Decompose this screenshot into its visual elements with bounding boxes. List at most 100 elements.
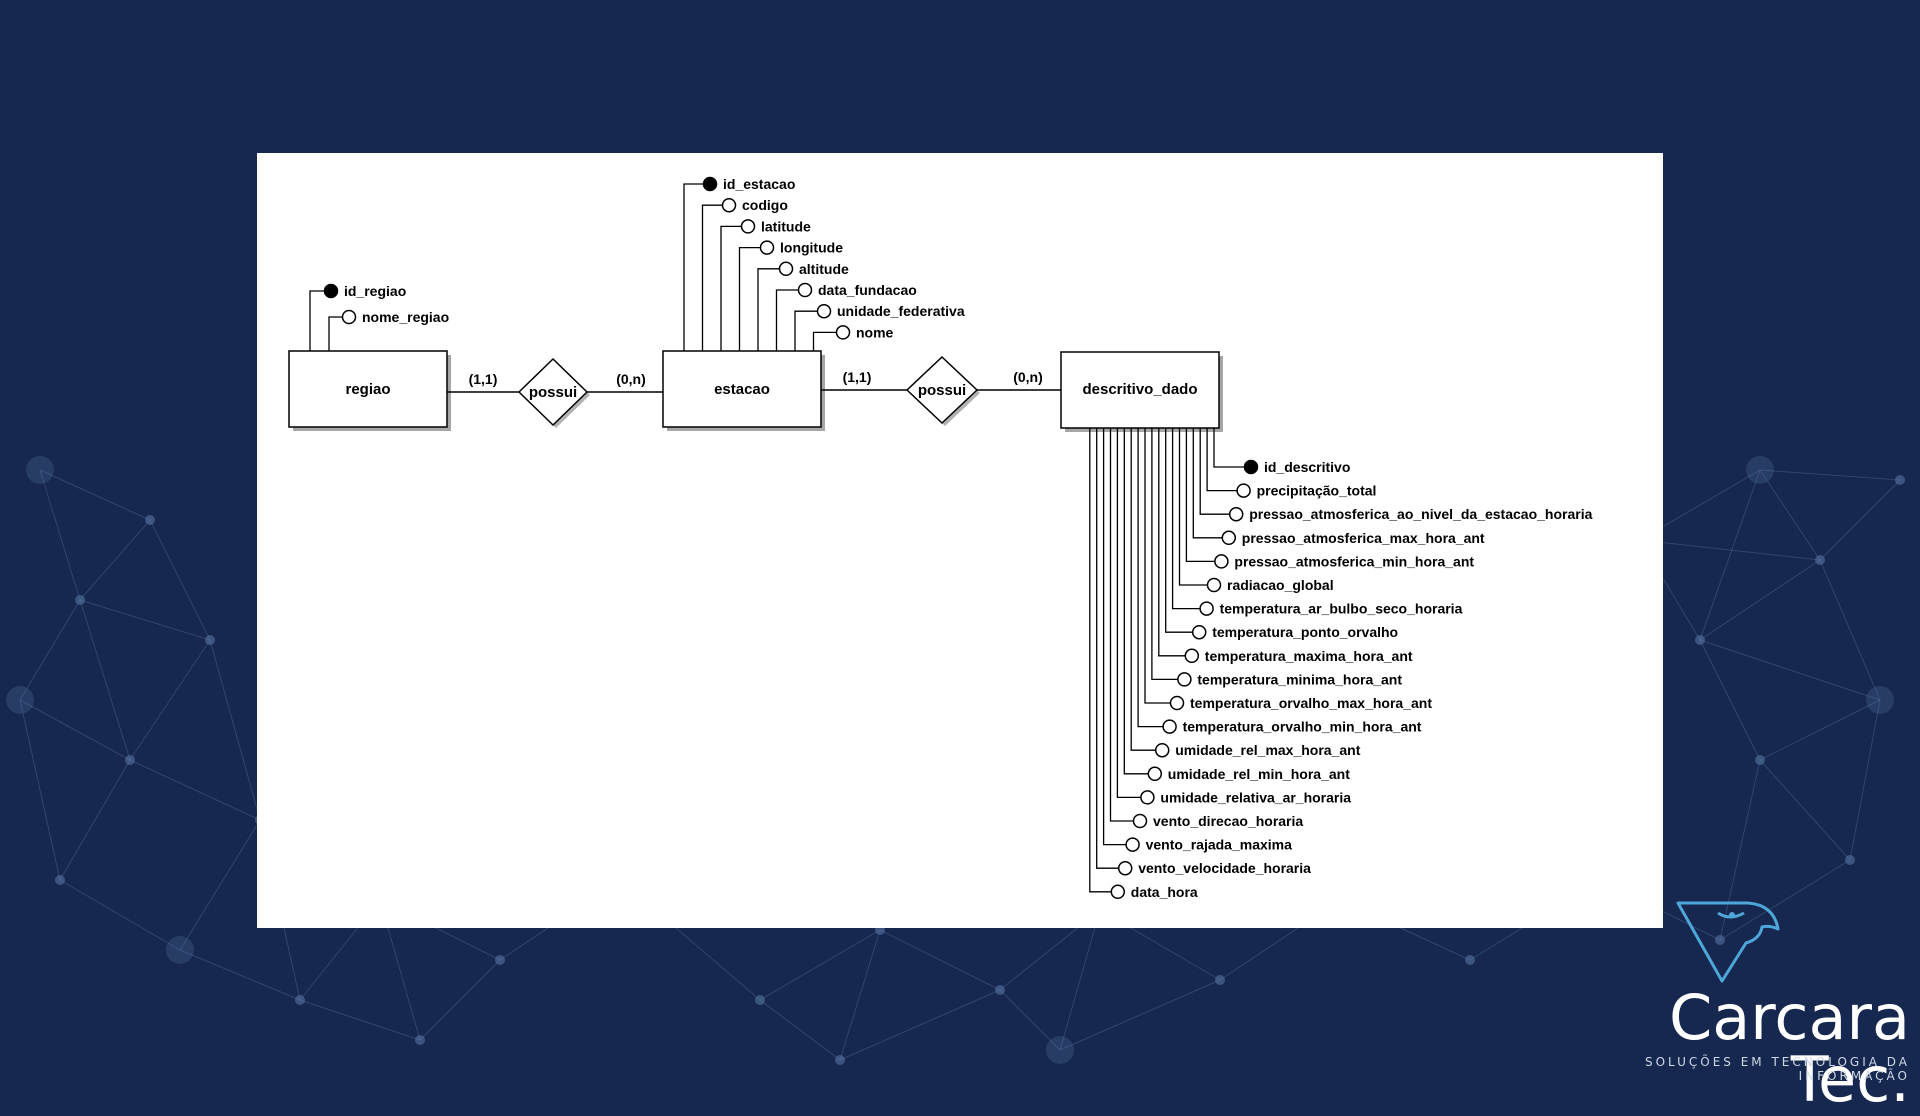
attribute-label: umidade_rel_max_hora_ant [1175,742,1361,758]
attribute-label: temperatura_orvalho_min_hora_ant [1183,719,1422,735]
attribute-marker [1214,554,1229,569]
attribute-marker [759,240,775,255]
attribute-marker [1140,790,1155,805]
attribute-marker [1221,530,1237,546]
attributes-descritivo-dado: id_descritivo precipitação_total pressao_a… [1089,428,1593,900]
attributes.descritivo_dado-attribute: umidade_rel_max_hora_ant [1130,428,1361,758]
relationship-connectors [447,389,1061,393]
attributes.estacao-attribute: latitude [720,218,811,351]
brand-tagline: SOLUÇÕES EM TECNOLOGIA DA INFORMAÇÃO [1644,1055,1910,1083]
relationship-possui-1: possui [517,357,590,428]
attributes.estacao-attribute: codigo [701,197,788,351]
attribute-label: nome [856,324,894,340]
attribute-label: vento_velocidade_horaria [1138,860,1311,876]
primary-key-marker [323,283,339,299]
attribute-label: umidade_relativa_ar_horaria [1160,789,1351,805]
attributes.estacao-attribute: nome [812,324,894,351]
carcara-bird-head-icon [1676,901,1780,983]
attribute-label: data_hora [1131,884,1198,900]
attributes-regiao: id_regiao nome_regiao [309,283,449,351]
cardinality-estacao-2: (1,1) [843,369,872,385]
cardinality-descritivo-dado: (0,n) [1013,369,1043,385]
relationship-possui-1-label: possui [529,384,577,401]
attribute-label: temperatura_maxima_hora_ant [1205,648,1413,664]
attribute-label: precipitação_total [1257,483,1377,499]
relationship-possui-2-label: possui [918,382,966,399]
attributes.regiao-attribute: id_regiao [309,283,406,351]
attribute-label: radiacao_global [1227,577,1334,593]
attributes.descritivo_dado-attribute: pressao_atmosferica_min_hora_ant [1185,428,1474,569]
attribute-label: umidade_rel_min_hora_ant [1168,766,1350,782]
attributes.estacao-attribute: altitude [757,261,849,351]
attributes.estacao-attribute: data_fundacao [775,282,917,351]
attributes.estacao-attribute: id_estacao [683,176,795,351]
er-diagram: regiao estacao descritivo_dado possui (1… [288,176,1593,900]
attribute-label: nome_regiao [362,309,449,325]
attribute-label: temperatura_ar_bulbo_seco_horaria [1220,601,1463,617]
cardinality-estacao-1: (0,n) [616,371,646,387]
attribute-label: vento_rajada_maxima [1146,837,1293,853]
attributes.descritivo_dado-attribute: temperatura_orvalho_max_hora_ant [1144,428,1432,711]
attribute-marker [1162,719,1177,734]
entity-descritivo-dado: descritivo_dado [1060,351,1223,432]
attribute-marker [1228,506,1244,522]
attributes.descritivo_dado-attribute: umidade_relativa_ar_horaria [1116,428,1351,805]
cardinality-regiao: (1,1) [469,371,498,387]
attribute-label: latitude [761,218,811,234]
attribute-label: pressao_atmosferica_ao_nivel_da_estacao_… [1249,506,1592,522]
attributes.descritivo_dado-attribute: data_hora [1089,428,1198,900]
primary-key-marker [702,176,718,192]
brand-name: Carcara Tec. [1669,981,1910,1116]
attribute-marker [1191,624,1207,640]
attribute-marker [1147,766,1163,782]
attributes.estacao-attribute: longitude [738,240,843,351]
attribute-marker [1199,601,1214,616]
er-diagram-panel: regiao estacao descritivo_dado possui (1… [257,153,1663,928]
attribute-marker [816,303,832,319]
attribute-label: data_fundacao [818,282,917,298]
attribute-label: unidade_federativa [837,303,965,319]
brand-logo: Carcara Tec. SOLUÇÕES EM TECNOLOGIA DA I… [1535,895,1915,1111]
attribute-label: temperatura_orvalho_max_hora_ant [1190,695,1432,711]
attribute-label: id_regiao [344,283,406,299]
attribute-label: codigo [742,197,788,213]
attribute-label: pressao_atmosferica_min_hora_ant [1234,553,1474,569]
attribute-marker [1184,648,1200,664]
attributes.descritivo_dado-attribute: vento_velocidade_horaria [1096,428,1311,876]
attributes.descritivo_dado-attribute: vento_direcao_horaria [1109,428,1303,829]
attributes.descritivo_dado-attribute: temperatura_orvalho_min_hora_ant [1137,428,1422,735]
attribute-marker [341,309,357,325]
attribute-marker [1110,884,1126,900]
attribute-marker [1177,672,1192,687]
attributes.descritivo_dado-attribute: id_descritivo [1213,428,1350,475]
attribute-marker [1132,813,1148,829]
attribute-label: id_estacao [723,176,795,192]
attributes.descritivo_dado-attribute: vento_rajada_maxima [1102,428,1293,853]
primary-key-marker [1243,459,1259,475]
relationship-possui-2: possui [905,355,980,426]
attribute-label: temperatura_minima_hora_ant [1197,671,1402,687]
attribute-marker [721,197,737,213]
attributes.descritivo_dado-attribute: umidade_rel_min_hora_ant [1123,428,1350,782]
attributes.descritivo_dado-attribute: temperatura_maxima_hora_ant [1158,428,1413,664]
attributes.descritivo_dado-attribute: temperatura_ar_bulbo_seco_horaria [1171,428,1463,617]
entity-regiao: regiao [288,350,451,431]
attribute-marker [1117,860,1133,876]
attributes.descritivo_dado-attribute: temperatura_minima_hora_ant [1151,428,1402,687]
attribute-label: pressao_atmosferica_max_hora_ant [1242,530,1485,546]
attributes.estacao-attribute: unidade_federativa [794,303,965,351]
attributes.descritivo_dado-attribute: radiacao_global [1178,428,1334,593]
attribute-marker [797,282,813,298]
attribute-marker [1154,742,1170,758]
attribute-marker [1206,577,1222,593]
attribute-label: vento_direcao_horaria [1153,813,1303,829]
attribute-marker [835,325,851,340]
attribute-marker [778,261,794,277]
attribute-marker [1125,837,1140,852]
attribute-label: id_descritivo [1264,459,1350,475]
attributes.descritivo_dado-attribute: precipitação_total [1206,428,1377,499]
attributes.descritivo_dado-attribute: pressao_atmosferica_max_hora_ant [1192,428,1485,546]
entity-estacao-label: estacao [714,381,770,398]
attribute-label: altitude [799,261,849,277]
